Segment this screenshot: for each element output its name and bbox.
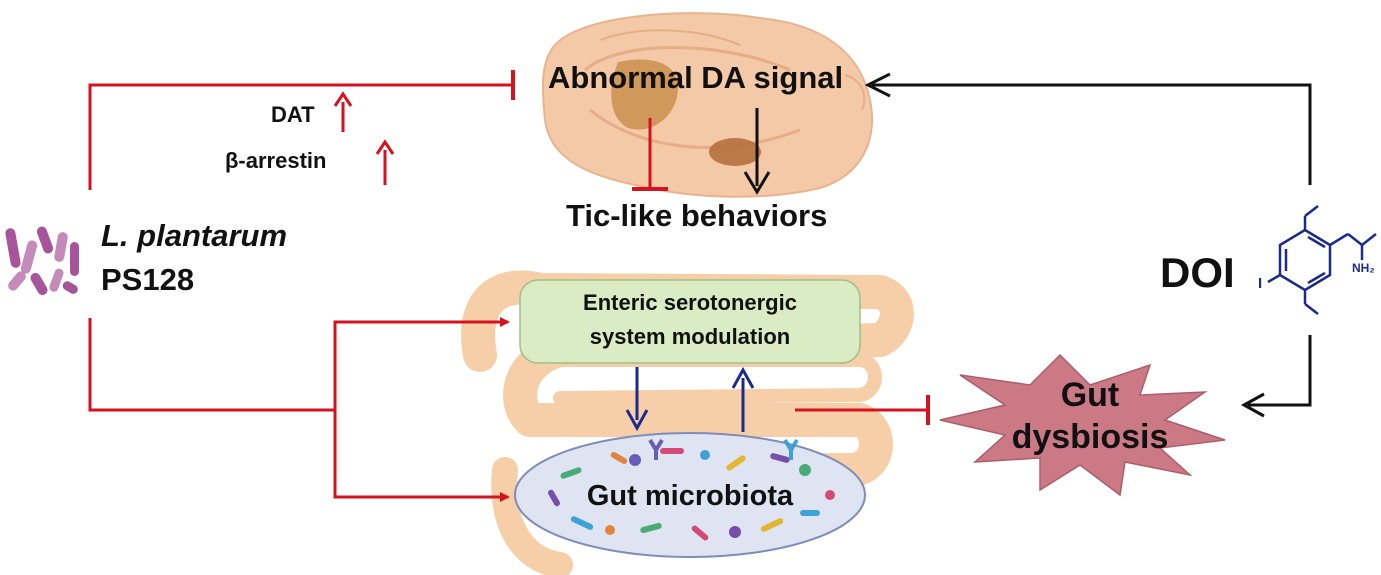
- brain-illustration: [541, 12, 873, 198]
- doi-to-da-arrow: [864, 72, 1312, 185]
- enteric-line1-label: Enteric serotonergic: [583, 290, 797, 315]
- doi-molecule-structure: [1267, 205, 1377, 315]
- gut-microbiota-label: Gut microbiota: [586, 480, 794, 512]
- da-to-tic-arrow: [743, 108, 771, 195]
- molecule-nh2-label: NH₂: [1352, 261, 1375, 275]
- gut-microbiota-ellipse: [514, 432, 866, 558]
- enteric-line2-label: system modulation: [589, 324, 791, 349]
- inhibition-to-tic-behaviors: [632, 118, 668, 191]
- activation-lines-to-gut: [88, 317, 510, 502]
- beta-arrestin-label: β-arrestin: [225, 148, 327, 173]
- abnormal-da-signal-label: Abnormal DA signal: [548, 60, 844, 95]
- organism-name-label: L. plantarum: [101, 218, 288, 253]
- doi-label: DOI: [1160, 249, 1235, 296]
- gut-dysbiosis-line1-label: Gut: [1060, 376, 1120, 414]
- dysbiosis-burst-icon: [939, 353, 1226, 497]
- microbiota-to-enteric-arrow: [731, 366, 755, 432]
- dat-up-arrow: [333, 91, 353, 132]
- beta-arrestin-up-arrow: [375, 139, 395, 185]
- gut-dysbiosis-line2-label: dysbiosis: [1011, 418, 1169, 456]
- inhibition-to-dysbiosis: [795, 395, 930, 425]
- strain-label: PS128: [101, 262, 195, 297]
- bacteria-cluster-icon: [5, 226, 79, 296]
- enteric-to-microbiota-arrow: [625, 367, 649, 432]
- tic-like-behaviors-label: Tic-like behaviors: [566, 198, 828, 233]
- enteric-system-box: [519, 279, 861, 364]
- molecule-iodine-label: I: [1258, 275, 1263, 292]
- doi-to-dysbiosis-arrow: [1240, 335, 1312, 418]
- dat-label: DAT: [271, 102, 315, 127]
- inhibition-line-to-da-signal: [88, 70, 515, 190]
